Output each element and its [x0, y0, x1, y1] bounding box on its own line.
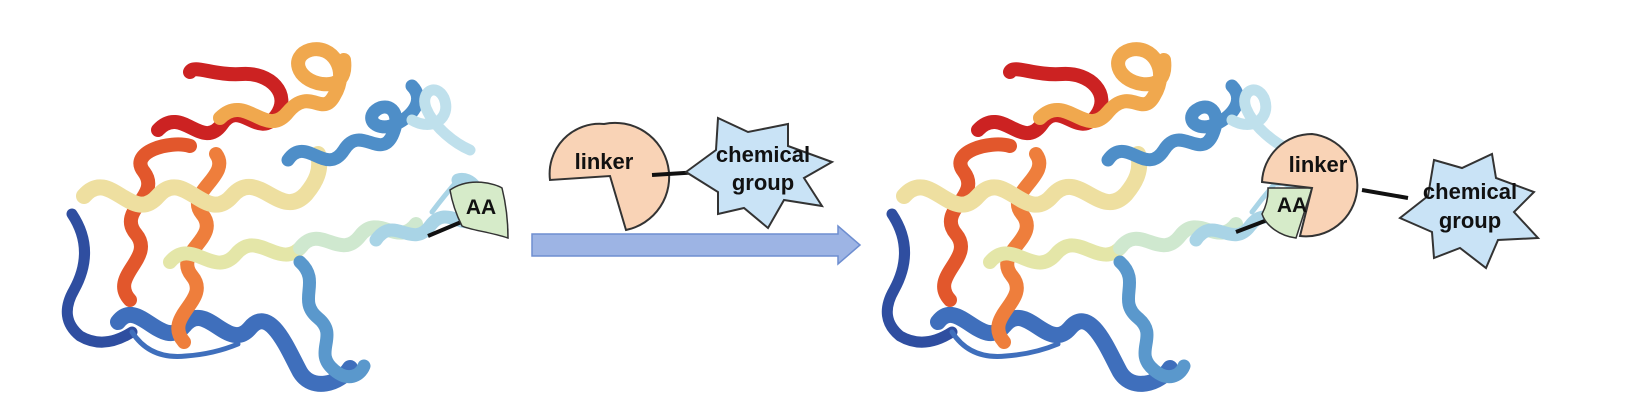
chemical-label-line2-right: group [1439, 208, 1501, 233]
linker-label-right: linker [1289, 152, 1348, 177]
conjugate-right: linker AA chemical group [1260, 132, 1541, 270]
chemical-group-shape-right [1398, 152, 1541, 270]
aa-shape-right [1261, 187, 1314, 239]
reaction-arrow [531, 224, 862, 266]
chemical-group-shape-center [684, 116, 835, 230]
aa-label-right: AA [1277, 194, 1307, 217]
reagent: linker chemical group [548, 116, 835, 232]
aa-label-left: AA [466, 196, 496, 219]
chemical-label-line2-center: group [732, 170, 794, 195]
linker-shape-center [548, 121, 671, 232]
linker-label-center: linker [575, 149, 634, 174]
aa-shape-left [449, 181, 509, 240]
chemical-label-line1-center: chemical [716, 142, 810, 167]
linker-chemical-bond-right [1361, 188, 1409, 200]
protein-left [67, 49, 479, 384]
chemical-label-line1-right: chemical [1423, 179, 1517, 204]
protein-right [887, 49, 1299, 384]
aa-tag-left: AA [449, 181, 509, 240]
linker-shape-right [1260, 132, 1359, 238]
